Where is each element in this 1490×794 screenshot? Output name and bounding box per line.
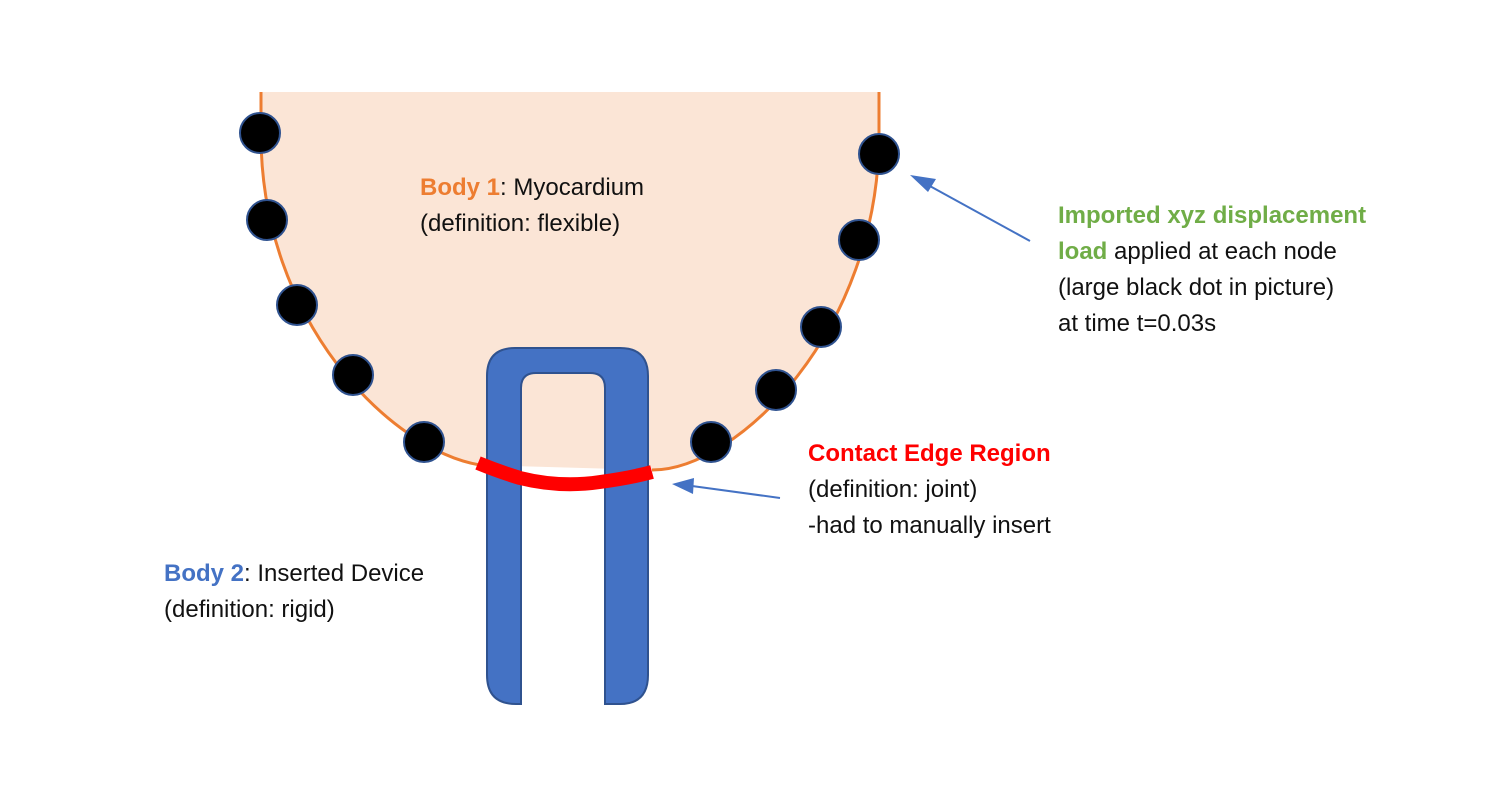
- myocardium-body: [261, 92, 879, 470]
- node-dot: [239, 112, 281, 154]
- body2-title: Body 2: Inserted Device: [164, 556, 424, 592]
- node-dot: [858, 133, 900, 175]
- contact-definition: (definition: joint): [808, 476, 978, 503]
- body1-title: Body 1: Myocardium: [420, 170, 644, 206]
- contact-arrowhead: [672, 478, 694, 494]
- node-dot: [838, 219, 880, 261]
- node-group: [239, 112, 900, 463]
- node-dot: [276, 284, 318, 326]
- body2-definition: (definition: rigid): [164, 596, 335, 623]
- contact-note: -had to manually insert: [808, 512, 1051, 539]
- load-line2-highlight: load: [1058, 238, 1108, 265]
- body2-title-rest: : Inserted Device: [244, 560, 425, 587]
- node-dot: [800, 306, 842, 348]
- load-line4: at time t=0.03s: [1058, 310, 1217, 337]
- contact-title: Contact Edge Region: [808, 440, 1051, 467]
- contact-edge-region: [475, 456, 654, 492]
- body2-label: Body 2: Inserted Device (definition: rig…: [164, 556, 424, 628]
- load-line2: load applied at each node: [1058, 234, 1366, 270]
- load-label: Imported xyz displacement load applied a…: [1058, 198, 1366, 342]
- body1-title-rest: : Myocardium: [500, 174, 645, 201]
- load-arrow: [927, 184, 1031, 242]
- node-dot: [403, 421, 445, 463]
- node-dot: [690, 421, 732, 463]
- load-line2-rest: applied at each node: [1107, 238, 1337, 265]
- body1-definition: (definition: flexible): [420, 210, 621, 237]
- body1-label: Body 1: Myocardium (definition: flexible…: [420, 170, 644, 242]
- node-dot: [755, 369, 797, 411]
- load-arrowhead: [910, 175, 936, 192]
- node-dot: [246, 199, 288, 241]
- load-line1: Imported xyz displacement: [1058, 202, 1367, 229]
- body1-name: Body 1: [420, 174, 501, 201]
- contact-arrow: [691, 485, 781, 499]
- node-dot: [332, 354, 374, 396]
- load-line3: (large black dot in picture): [1058, 274, 1335, 301]
- inserted-device: [486, 347, 649, 705]
- contact-label: Contact Edge Region (definition: joint) …: [808, 436, 1051, 544]
- body2-name: Body 2: [164, 560, 245, 587]
